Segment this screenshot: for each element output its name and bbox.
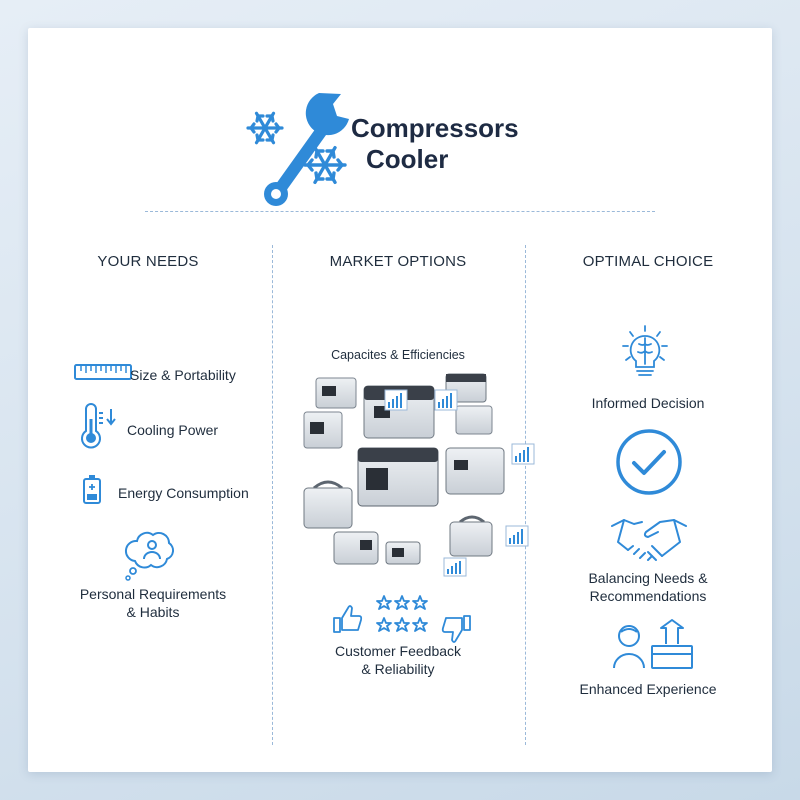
choice-balancing-line2: Recommendations — [589, 588, 707, 604]
choice-informed-label: Informed Decision — [591, 395, 705, 411]
need-energy-label: Energy Consumption — [118, 485, 249, 501]
handshake-icon — [611, 519, 687, 561]
market-feedback-line1: Customer Feedback — [334, 643, 462, 659]
thermometer-icon — [81, 403, 116, 449]
column-divider-1 — [272, 245, 273, 745]
brand-title: Compressors Cooler — [351, 113, 519, 175]
column-title-market-options: MARKET OPTIONS — [329, 253, 467, 270]
need-personal-line2: & Habits — [126, 604, 180, 620]
need-personal-line1: Personal Requirements — [79, 586, 227, 602]
battery-icon — [83, 475, 101, 504]
checkmark-circle-icon — [616, 429, 682, 495]
column-title-your-needs: YOUR NEEDS — [97, 253, 199, 270]
brand-title-line2: Cooler — [366, 144, 449, 174]
cooler-unit — [357, 447, 439, 507]
need-personal-label: Personal Requirements & Habits — [48, 585, 258, 621]
need-cooling-label: Cooling Power — [127, 422, 219, 438]
thumbs-down-icon — [441, 615, 471, 643]
header-divider — [145, 211, 655, 212]
star-rating-icon — [376, 595, 428, 632]
need-size-label: Size & Portability — [130, 367, 236, 383]
cooler-unit — [449, 515, 493, 557]
choice-enhanced-label: Enhanced Experience — [579, 681, 717, 697]
mini-bar-chart-icon — [443, 557, 467, 577]
cooler-unit — [333, 531, 379, 565]
person-box-upgrade-icon — [613, 619, 693, 669]
cooler-unit — [303, 480, 353, 529]
cooler-unit — [303, 411, 343, 449]
mini-bar-chart-icon — [434, 389, 458, 411]
rating-feedback-icons — [333, 595, 471, 643]
cooler-unit — [455, 405, 493, 435]
column-divider-2 — [525, 245, 526, 745]
cooler-unit — [315, 377, 357, 409]
market-caption: Capacites & Efficiencies — [331, 348, 465, 362]
logo-wrench-snowflake-icon — [246, 93, 349, 206]
mini-bar-chart-icon — [505, 525, 529, 547]
person-thought-bubble-icon — [125, 531, 174, 581]
mini-bar-chart-icon — [511, 443, 535, 465]
market-feedback-line2: & Reliability — [361, 661, 435, 677]
thumbs-up-icon — [333, 605, 363, 633]
lightbulb-brain-icon — [622, 325, 668, 376]
ruler-icon — [74, 364, 132, 380]
choice-balancing-label: Balancing Needs & Recommendations — [548, 569, 748, 605]
cooler-unit — [385, 541, 421, 565]
brand-header: Compressors Cooler — [243, 73, 573, 206]
column-title-optimal-choice: OPTIMAL CHOICE — [582, 253, 714, 270]
infographic-card: Compressors Cooler YOUR NEEDS MARKET OPT… — [28, 28, 772, 772]
mini-bar-chart-icon — [384, 389, 408, 411]
cooler-unit — [445, 447, 505, 495]
choice-balancing-line1: Balancing Needs & — [588, 570, 708, 586]
cooler-products-collage — [303, 373, 535, 577]
market-feedback-label: Customer Feedback & Reliability — [298, 642, 498, 678]
brand-title-line1: Compressors — [351, 113, 519, 143]
